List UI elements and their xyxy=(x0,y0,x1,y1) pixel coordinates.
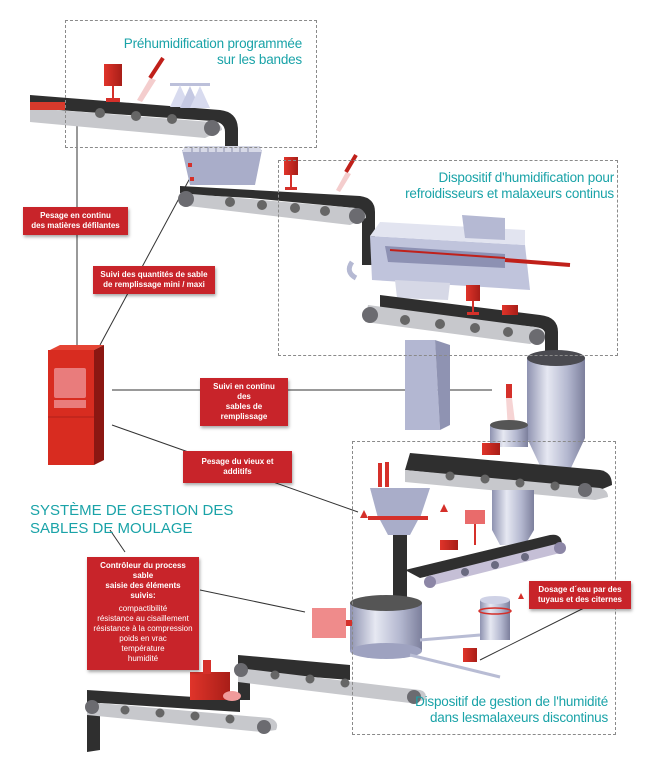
control-cabinet xyxy=(48,345,104,465)
conveyor-belt-batch-upper xyxy=(405,443,612,500)
conveyor-belt-top xyxy=(30,95,238,150)
zone-title-prehumid: Préhumidification programmée sur les ban… xyxy=(123,36,302,67)
support-column xyxy=(405,340,450,430)
sand-probe xyxy=(312,608,352,638)
controleur-item: humidité xyxy=(127,654,159,663)
tag-dosage-eau: Dosage d´eau par des tuyaus et des citer… xyxy=(529,581,631,609)
zone-frame-continuous xyxy=(278,160,618,356)
conveyor-belt-batch-middle xyxy=(405,510,566,588)
storage-silo xyxy=(527,350,585,470)
grated-hopper xyxy=(182,146,262,185)
level-sensor xyxy=(490,384,528,447)
weigh-hopper xyxy=(360,462,448,600)
conveyor-belt-bottom-right xyxy=(234,655,426,704)
spray-nozzle-second xyxy=(336,153,358,192)
conveyor-belt-second xyxy=(178,186,375,265)
zone-title-batch: Dispositif de gestion de l'humidité dans… xyxy=(415,694,608,725)
connector-lines xyxy=(76,125,601,661)
controleur-item: compactibilité xyxy=(118,604,168,613)
spray-hoppers xyxy=(170,83,210,108)
spray-nozzle-top xyxy=(137,56,165,102)
conveyor-belt-third xyxy=(362,295,558,360)
water-tank xyxy=(409,593,524,679)
controleur-item: résistance à la compression xyxy=(93,624,193,633)
controleur-item: résistance au cisaillement xyxy=(97,614,189,623)
batch-mixer xyxy=(350,595,422,659)
controleur-item: poids en vrac xyxy=(119,634,167,643)
moisture-sensor-top xyxy=(104,64,122,102)
conveyor-belt-bottom-left xyxy=(85,690,278,752)
tag-pesage-continu: Pesage en continu des matières défilante… xyxy=(23,207,128,235)
tag-controleur: Contrôleur du process sable saisie des é… xyxy=(87,557,199,670)
zone-frame-prehumid xyxy=(65,20,317,148)
continuous-mixer xyxy=(346,215,571,300)
sand-tester-unit xyxy=(190,660,241,701)
tag-suivi-continu: Suivi en continu des sables de remplissa… xyxy=(200,378,288,426)
moisture-sensor-third xyxy=(466,285,518,315)
tag-suivi-quantites: Suivi des quantités de sable de rempliss… xyxy=(93,266,215,294)
silo-lower xyxy=(492,490,534,545)
controleur-item: température xyxy=(121,644,165,653)
system-title: SYSTÈME DE GESTION DES SABLES DE MOULAGE xyxy=(30,502,234,537)
moisture-sensor-second xyxy=(284,157,298,190)
zone-title-continuous: Dispositif d'humidification pour refroid… xyxy=(405,170,614,201)
tag-pesage-vieux: Pesage du vieux et additifs xyxy=(183,451,292,483)
